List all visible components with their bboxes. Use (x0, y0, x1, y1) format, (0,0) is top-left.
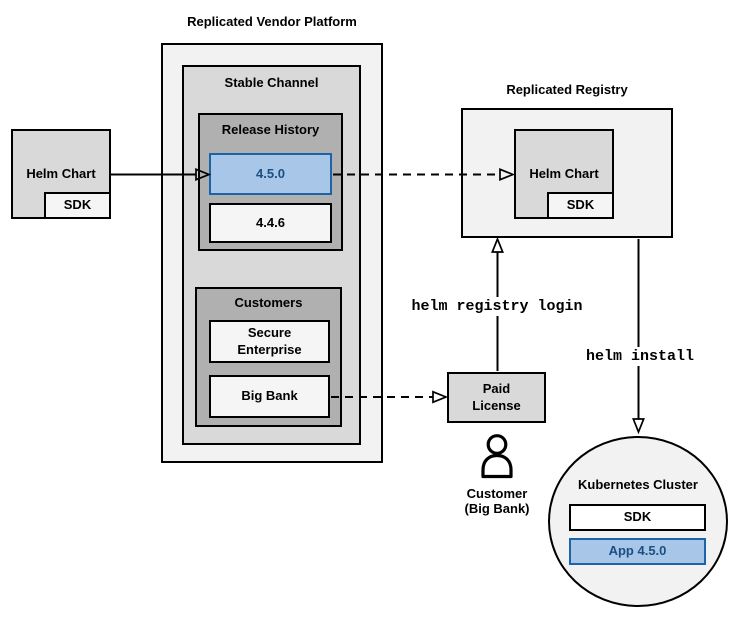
paid-license-label-line2: License (472, 397, 521, 413)
kubernetes-cluster-label: Kubernetes Cluster (578, 477, 698, 492)
current-release-box: 4.5.0 (209, 153, 332, 195)
previous-release-box: 4.4.6 (209, 203, 332, 243)
customer-actor-label-line2: (Big Bank) (464, 501, 530, 516)
release-history-label: Release History (221, 122, 320, 137)
secure-enterprise-label-line1: Secure (247, 325, 292, 341)
helm-registry-login-label: helm registry login (407, 297, 587, 316)
vendor-sdk-box: SDK (44, 192, 111, 219)
paid-license-label-line1: Paid (482, 381, 511, 397)
person-icon (481, 434, 513, 479)
secure-enterprise-label-line2: Enterprise (237, 341, 302, 357)
registry-title: Replicated Registry (506, 82, 628, 97)
customer-actor-label: Customer (Big Bank) (447, 486, 547, 516)
stable-channel-label: Stable Channel (224, 75, 319, 90)
paid-license-box: Paid License (447, 372, 546, 423)
cluster-app-box: App 4.5.0 (569, 538, 706, 565)
registry-to-cluster-arrow (632, 239, 645, 435)
customers-label: Customers (234, 295, 303, 310)
registry-sdk-box: SDK (547, 192, 614, 219)
customer-actor-label-line1: Customer (466, 486, 528, 501)
secure-enterprise-box: Secure Enterprise (209, 320, 330, 363)
helm-install-label: helm install (581, 347, 699, 366)
vendor-platform-title: Replicated Vendor Platform (187, 14, 357, 29)
big-bank-box: Big Bank (209, 375, 330, 418)
cluster-sdk-box: SDK (569, 504, 706, 531)
